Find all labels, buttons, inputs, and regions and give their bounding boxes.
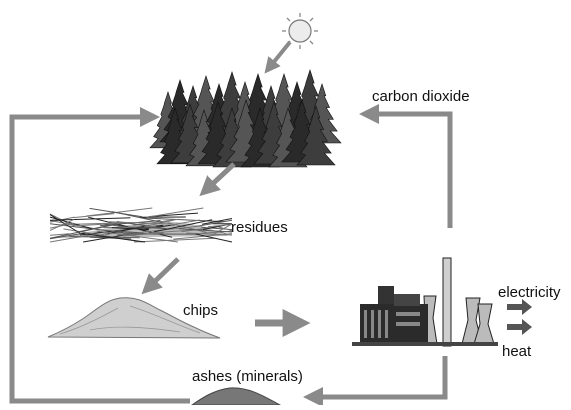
forest-icon [150, 70, 341, 167]
power-plant-icon [352, 258, 498, 346]
heat-arrow [507, 319, 532, 335]
residues-to-chips-arrow [148, 259, 178, 288]
label-chips: chips [183, 303, 218, 318]
electricity-arrow [507, 299, 532, 315]
plant-to-ashes-arrow [312, 356, 445, 397]
label-electricity: electricity [498, 285, 561, 300]
label-residues: residues [231, 220, 288, 235]
label-ashes: ashes (minerals) [192, 369, 303, 384]
ash-pile-icon [192, 388, 280, 405]
label-carbon-dioxide: carbon dioxide [372, 89, 470, 104]
residue-pile-icon [50, 208, 232, 242]
forest-to-residues-arrow [206, 164, 234, 190]
carbon-dioxide-arrow [368, 114, 450, 228]
label-heat: heat [502, 344, 531, 359]
sunlight-arrow [269, 42, 290, 68]
